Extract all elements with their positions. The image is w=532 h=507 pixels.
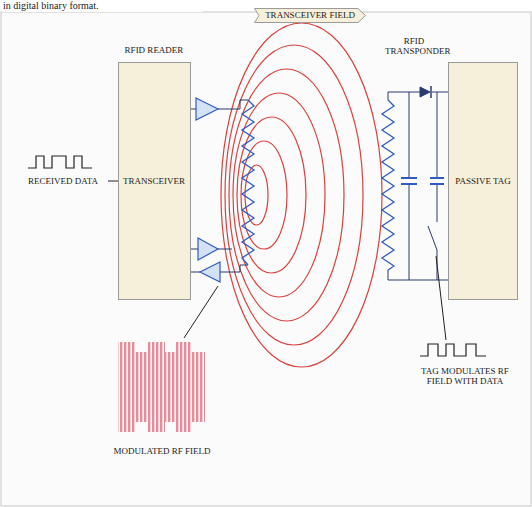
field-line (221, 23, 382, 367)
coil-symbol (242, 100, 254, 265)
signal-label: MODULATED RF FIELD (108, 446, 216, 456)
square-wave (420, 344, 486, 356)
field-line (241, 141, 287, 249)
capacitor-symbol (430, 178, 444, 184)
field-line (225, 45, 363, 345)
page-text: in digital binary format. (2, 0, 202, 12)
signal-label: RECEIVED DATA (20, 176, 106, 186)
field-lines (221, 23, 382, 367)
field-banner: TRANSCEIVER FIELD (254, 8, 366, 23)
switch-symbol (428, 226, 437, 250)
wire (437, 184, 438, 222)
wire (388, 92, 420, 100)
coil-symbol (382, 100, 394, 270)
amplifier-symbol (196, 98, 218, 120)
part-heading: RFID READER (125, 45, 184, 55)
amplifier-symbol (198, 238, 218, 260)
banner-outline (255, 9, 366, 23)
wire (218, 249, 232, 250)
node-text: PASSIVE TAG (455, 176, 511, 186)
amplifier-symbol (200, 262, 220, 282)
field-line (237, 117, 306, 273)
wire (409, 92, 410, 178)
node-text: TRANSCEIVER (123, 176, 185, 186)
modulated-waveform (118, 342, 205, 432)
transceiver-box: RFID READERTRANSCEIVER (118, 62, 191, 300)
wire (432, 92, 448, 93)
wire (190, 109, 196, 110)
field-line (233, 93, 325, 297)
wire (190, 249, 198, 250)
leader-line (436, 256, 446, 340)
field-line (229, 69, 344, 321)
square-wave (28, 156, 92, 168)
wire (220, 265, 248, 272)
part-label: RFID TRANSPONDER (384, 36, 444, 57)
frame (1, 12, 531, 506)
node-text: TRANSCEIVER FIELD (265, 10, 355, 20)
capacitor-symbol (401, 178, 417, 184)
diode-symbol (430, 86, 432, 98)
wire (190, 272, 200, 273)
diode-symbol (420, 87, 430, 97)
wire (409, 184, 410, 280)
wire (437, 92, 438, 178)
tag-box: PASSIVE TAG (448, 62, 518, 300)
wire (218, 100, 248, 109)
wire (108, 181, 118, 182)
signal-label: TAG MODULATES RF FIELD WITH DATA (416, 366, 514, 387)
